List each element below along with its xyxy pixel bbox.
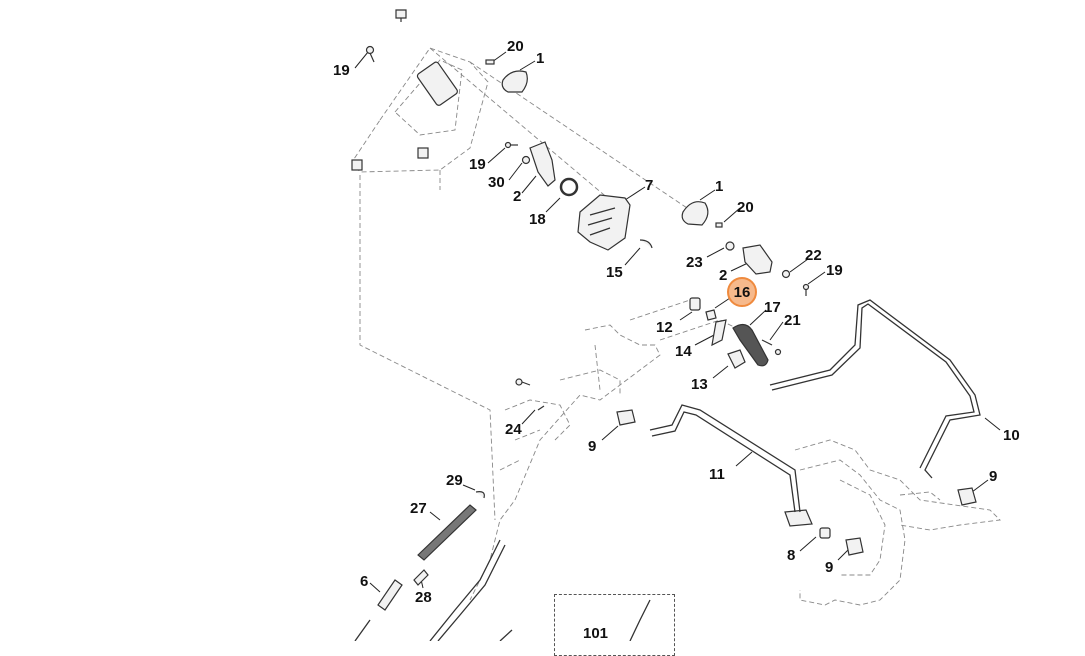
callout-14[interactable]: 14	[675, 343, 692, 360]
inset-box-101	[554, 594, 675, 656]
callout-1[interactable]: 1	[536, 50, 545, 67]
callout-10[interactable]: 10	[1003, 427, 1020, 444]
callout-24[interactable]: 24	[505, 421, 522, 438]
callout-11[interactable]: 11	[709, 466, 725, 483]
callout-2[interactable]: 2	[513, 188, 522, 205]
callout-8[interactable]: 8	[787, 547, 796, 564]
callout-9[interactable]: 9	[588, 438, 597, 455]
callout-21[interactable]: 21	[784, 312, 801, 329]
callout-27[interactable]: 27	[410, 500, 427, 517]
callout-12[interactable]: 12	[656, 319, 673, 336]
callout-20[interactable]: 20	[507, 38, 524, 55]
rods	[354, 299, 981, 641]
callout-6[interactable]: 6	[360, 573, 369, 590]
callout-15[interactable]: 15	[606, 264, 623, 281]
leader-lines	[354, 51, 1001, 593]
parts	[351, 9, 977, 611]
callout-1[interactable]: 1	[715, 178, 724, 195]
callout-101[interactable]: 101	[583, 625, 609, 642]
callout-28[interactable]: 28	[415, 589, 432, 606]
callout-16-highlighted[interactable]: 16	[727, 277, 757, 307]
callout-19[interactable]: 19	[469, 156, 486, 173]
callout-7[interactable]: 7	[645, 177, 654, 194]
callout-2[interactable]: 2	[719, 267, 728, 284]
callout-19[interactable]: 19	[333, 62, 350, 79]
callout-17[interactable]: 17	[764, 299, 781, 316]
callout-13[interactable]: 13	[691, 376, 708, 393]
callout-20[interactable]: 20	[737, 199, 754, 216]
parts-diagram	[351, 9, 1001, 641]
dashed-outlines	[351, 47, 1001, 606]
callout-23[interactable]: 23	[686, 254, 703, 271]
callout-30[interactable]: 30	[488, 174, 505, 191]
callout-22[interactable]: 22	[805, 247, 822, 264]
callout-9[interactable]: 9	[989, 468, 998, 485]
callout-18[interactable]: 18	[529, 211, 546, 228]
callout-9[interactable]: 9	[825, 559, 834, 576]
callout-19[interactable]: 19	[826, 262, 843, 279]
callout-29[interactable]: 29	[446, 472, 463, 489]
